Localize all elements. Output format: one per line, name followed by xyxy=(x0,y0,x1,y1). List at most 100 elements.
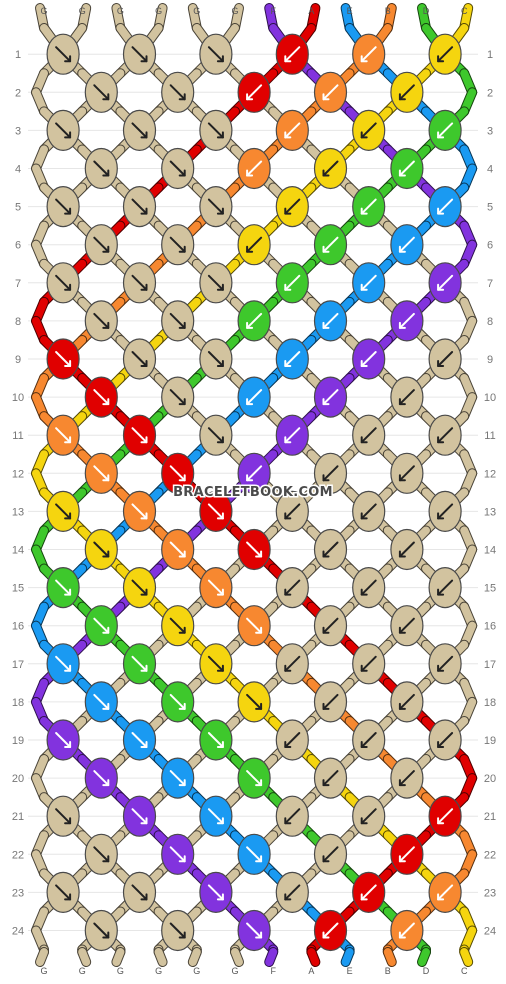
arrow-down-right-icon xyxy=(55,503,72,520)
row-number-left: 3 xyxy=(15,125,21,137)
knots-layer xyxy=(46,33,462,952)
arrow-down-right-icon xyxy=(131,655,148,672)
knot xyxy=(313,909,348,952)
arrow-down-right-icon xyxy=(93,389,110,406)
row-number-right: 19 xyxy=(484,735,496,747)
row-number-right: 22 xyxy=(484,849,496,861)
arrow-down-right-icon xyxy=(246,770,263,787)
knot xyxy=(428,871,462,914)
arrow-down-right-icon xyxy=(207,122,224,139)
arrow-down-left-icon xyxy=(246,389,263,406)
arrow-down-left-icon xyxy=(398,846,415,863)
row-number-left: 10 xyxy=(12,392,24,404)
arrow-down-right-icon xyxy=(207,427,224,444)
arrow-down-left-icon xyxy=(284,122,301,139)
knot xyxy=(390,224,424,266)
knot xyxy=(275,795,309,837)
knot xyxy=(237,376,271,418)
arrow-down-left-icon xyxy=(398,922,415,939)
row-number-right: 8 xyxy=(487,316,493,328)
knot xyxy=(237,452,271,494)
arrow-down-right-icon xyxy=(93,617,110,634)
row-number-left: 20 xyxy=(12,773,24,785)
knot xyxy=(46,795,80,837)
knot xyxy=(237,300,271,342)
arrow-down-left-icon xyxy=(360,122,377,139)
knot xyxy=(84,376,118,418)
arrow-down-right-icon xyxy=(131,427,148,444)
arrow-down-left-icon xyxy=(284,274,301,291)
arrow-down-right-icon xyxy=(131,884,148,901)
arrow-down-right-icon xyxy=(55,884,72,901)
knot xyxy=(275,338,309,380)
arrow-down-right-icon xyxy=(169,541,186,558)
knot xyxy=(352,643,386,685)
string-label-bottom: G xyxy=(231,966,238,976)
string-label-bottom: G xyxy=(117,966,124,976)
knot xyxy=(122,795,157,837)
knot xyxy=(84,300,118,342)
row-number-right: 21 xyxy=(484,811,496,823)
row-number-right: 2 xyxy=(487,87,493,99)
knot xyxy=(352,262,386,304)
arrow-down-left-icon xyxy=(284,351,301,367)
row-number-left: 11 xyxy=(12,430,23,442)
knot xyxy=(275,566,309,609)
knot xyxy=(46,871,80,914)
arrow-down-left-icon xyxy=(398,541,415,558)
row-number-right: 6 xyxy=(487,240,493,252)
knot xyxy=(122,566,157,609)
arrow-down-right-icon xyxy=(246,541,263,558)
row-number-right: 10 xyxy=(484,392,496,404)
arrow-down-right-icon xyxy=(55,351,72,367)
arrow-down-left-icon xyxy=(322,84,339,101)
knot xyxy=(122,643,157,685)
knot xyxy=(122,414,157,456)
row-number-right: 9 xyxy=(487,354,493,366)
arrow-down-left-icon xyxy=(398,312,415,329)
arrow-down-right-icon xyxy=(55,579,72,596)
knot xyxy=(46,490,80,532)
knot xyxy=(46,414,80,456)
arrow-down-left-icon xyxy=(284,579,301,596)
knot xyxy=(428,566,462,609)
arrow-down-left-icon xyxy=(398,693,415,710)
arrow-down-right-icon xyxy=(131,351,148,367)
knot xyxy=(199,643,233,685)
knot xyxy=(199,795,233,837)
arrow-down-right-icon xyxy=(246,846,263,863)
string-label-bottom: B xyxy=(385,966,391,976)
arrow-down-right-icon xyxy=(55,198,72,215)
arrow-down-right-icon xyxy=(55,808,72,825)
knot xyxy=(237,909,271,952)
row-number-right: 23 xyxy=(484,887,496,899)
arrow-down-left-icon xyxy=(437,198,454,215)
knot xyxy=(390,71,424,113)
knot xyxy=(390,909,424,952)
arrow-down-left-icon xyxy=(437,808,454,825)
knot xyxy=(237,71,271,113)
knot xyxy=(237,224,271,266)
arrow-down-right-icon xyxy=(93,465,110,482)
arrow-down-right-icon xyxy=(169,236,186,253)
row-number-left: 4 xyxy=(15,164,21,176)
arrow-down-left-icon xyxy=(360,198,377,215)
arrow-down-left-icon xyxy=(360,579,377,596)
knot xyxy=(313,605,348,647)
arrow-down-right-icon xyxy=(169,922,186,939)
knot xyxy=(161,528,195,571)
arrow-down-left-icon xyxy=(284,198,301,215)
string-label-top: G xyxy=(155,6,162,16)
knot xyxy=(428,795,462,837)
knot xyxy=(161,376,195,418)
arrow-down-left-icon xyxy=(360,732,377,748)
arrow-down-left-icon xyxy=(284,808,301,825)
knot xyxy=(390,833,424,875)
arrow-down-left-icon xyxy=(360,884,377,901)
row-number-left: 18 xyxy=(12,697,24,709)
string-label-bottom: D xyxy=(423,966,430,976)
arrow-down-left-icon xyxy=(322,160,339,177)
arrow-down-right-icon xyxy=(169,846,186,863)
row-number-right: 17 xyxy=(484,659,496,671)
